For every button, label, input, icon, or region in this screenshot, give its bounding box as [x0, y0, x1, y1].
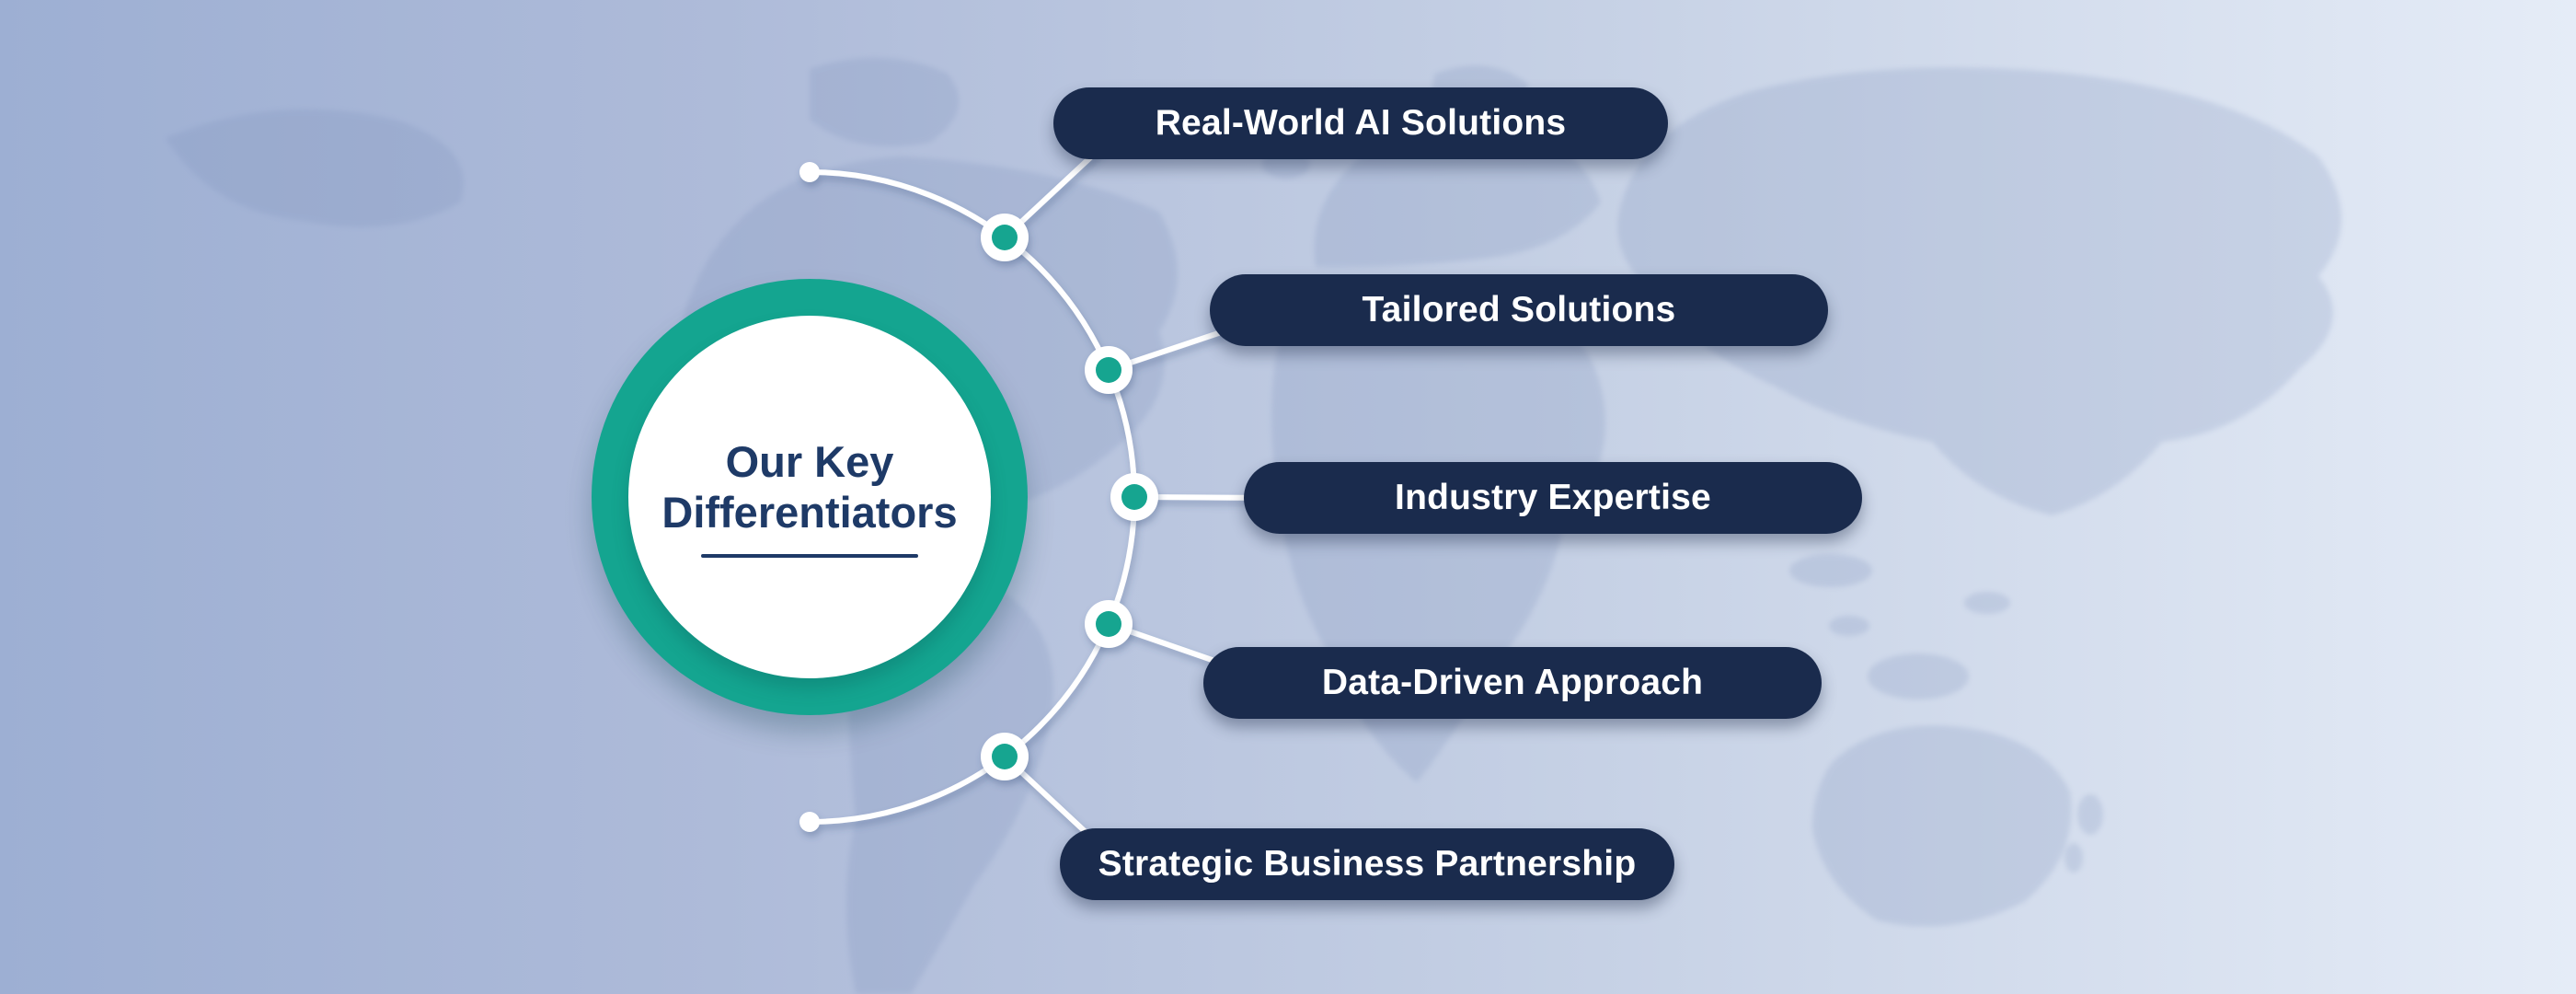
node-dots	[981, 214, 1158, 780]
node-dot-4	[1085, 600, 1133, 648]
node-pill-tailored-solutions: Tailored Solutions	[1210, 274, 1828, 346]
node-dot-5	[981, 733, 1029, 780]
center-circle-inner: Our Key Differentiators	[628, 316, 991, 678]
arc-end-dot-bottom	[799, 812, 820, 832]
diagram-title: Our Key Differentiators	[661, 436, 957, 538]
node-pill-data-driven-approach: Data-Driven Approach	[1203, 647, 1822, 719]
node-pill-real-world-ai-solutions: Real-World AI Solutions	[1053, 87, 1668, 159]
node-pill-strategic-business-partnership: Strategic Business Partnership	[1060, 828, 1674, 900]
node-dot-1	[981, 214, 1029, 261]
title-line-2: Differentiators	[661, 488, 958, 537]
title-line-1: Our Key	[725, 436, 894, 486]
arc-end-dot-top	[799, 162, 820, 182]
center-circle: Our Key Differentiators	[592, 279, 1028, 715]
title-underline	[701, 554, 918, 559]
node-dot-2	[1085, 346, 1133, 394]
node-pill-industry-expertise: Industry Expertise	[1244, 462, 1862, 534]
node-dot-3	[1110, 473, 1158, 521]
